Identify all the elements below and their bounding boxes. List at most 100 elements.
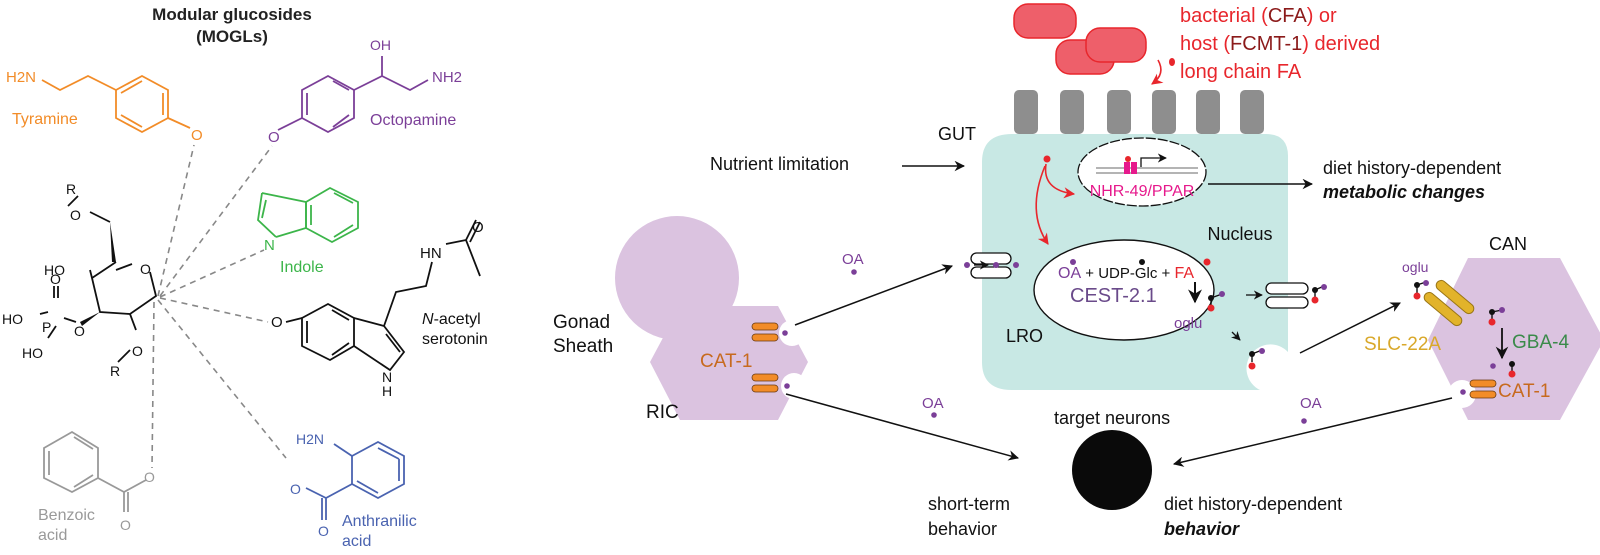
wedge-bond-left — [80, 312, 100, 326]
fa-dot-intracellular — [1043, 155, 1051, 163]
octopamine-hydroxyl: OH — [370, 37, 391, 53]
mogl-panel: Modular glucosides (MOGLs) H2N Tyramine … — [2, 5, 488, 550]
anthranilic-amine: H2N — [296, 431, 324, 447]
core-ho: HO — [44, 262, 65, 278]
fa-dot — [1169, 58, 1175, 66]
oa-dot — [931, 412, 937, 418]
enzyme-label: CEST-2.1 — [1070, 285, 1157, 307]
oa-label-mid: OA — [922, 395, 944, 412]
oa-label-top: OA — [842, 251, 864, 268]
oa-molecule-dot — [1070, 259, 1076, 265]
serotonin-label-line2: serotonin — [422, 331, 488, 348]
panel-title-line2: (MOGLs) — [196, 27, 268, 46]
ric-label: RIC — [646, 402, 679, 423]
benzoic-carbonyl-oxygen: O — [120, 517, 131, 533]
short-term-label-line1: short-term — [928, 494, 1010, 514]
core-ho-p2: HO — [22, 345, 43, 361]
ric-to-gut-arrow — [794, 264, 953, 326]
indole-nitrogen: N — [264, 237, 275, 254]
oglu-molecule-icon — [1207, 291, 1225, 312]
oglu-product-label: oglu — [1174, 315, 1202, 332]
wedge-bond-top — [110, 222, 116, 262]
core-o-p: O — [50, 271, 61, 287]
linkage-dashes — [151, 144, 287, 469]
cat1-label-can: CAT-1 — [1498, 381, 1550, 402]
fa-to-nucleus-arrow — [1044, 163, 1076, 199]
oa-dot — [964, 262, 970, 268]
panel-title-line1: Modular glucosides — [152, 5, 312, 24]
n-acetyl-serotonin-structure — [285, 219, 481, 372]
bacteria-icon — [1013, 3, 1147, 75]
short-term-label-line2: behavior — [928, 519, 997, 539]
gut-label: GUT — [938, 124, 976, 144]
core-r-top: R — [66, 181, 76, 197]
anthranilic-label-line1: Anthranilic — [342, 513, 417, 530]
diet-behavior-label-line2: behavior — [1164, 519, 1240, 539]
oa-dot — [784, 383, 790, 389]
secretion-arrow — [1230, 330, 1241, 341]
gonad-label-line1: Gonad — [553, 312, 610, 333]
serotonin-carbonyl-oxygen: O — [472, 219, 484, 236]
tyramine-oxygen: O — [191, 127, 203, 144]
fa-release-arrow — [1151, 59, 1164, 85]
source-label-line1: bacterial (CFA) or — [1180, 5, 1337, 27]
metabolic-label-line2: metabolic changes — [1323, 182, 1485, 202]
nutrient-limitation-label: Nutrient limitation — [710, 154, 849, 174]
oa-dot — [1301, 418, 1307, 424]
target-neurons-label: target neurons — [1054, 408, 1170, 428]
anthranilic-label-line2: acid — [342, 533, 371, 550]
cat1-transporter-can — [1469, 379, 1497, 399]
indole-label: Indole — [280, 259, 324, 276]
gut-oglu-exporter — [1265, 282, 1309, 309]
benzoic-label-line1: Benzoic — [38, 507, 95, 524]
oa-dot — [782, 330, 788, 336]
tyramine-amine: H2N — [6, 69, 36, 86]
ric-to-target-arrow — [785, 393, 1020, 461]
can-to-target-arrow — [1172, 397, 1453, 467]
tyramine-structure — [41, 74, 191, 134]
slc22a-label: SLC-22A — [1364, 334, 1441, 355]
can-oglu-icon — [1413, 280, 1429, 300]
glc-molecule-dot — [1139, 259, 1145, 265]
lro-organelle — [1033, 239, 1215, 341]
cat1-transporter-ric — [751, 322, 779, 393]
gut-to-can-arrow — [1299, 302, 1401, 354]
slc22a-transporter — [1423, 279, 1475, 327]
core-o-top: O — [70, 207, 81, 223]
target-neurons — [1072, 430, 1152, 510]
dna-gene-icon — [1096, 153, 1198, 174]
oa-dot — [1490, 363, 1496, 369]
microvilli — [1014, 90, 1264, 134]
indole-structure — [257, 186, 359, 244]
fa-molecule-dot — [1203, 258, 1211, 266]
mechanism-panel: bacterial (CFA) or host (FCMT-1) derived… — [553, 3, 1600, 539]
core-p: P — [42, 319, 51, 335]
reaction-equation: OA + UDP-Glc + FA — [1058, 265, 1194, 282]
lro-label: LRO — [1006, 326, 1043, 346]
can-internal-oglu-icon — [1488, 307, 1505, 326]
anthranilic-acid-structure — [305, 440, 405, 520]
benzoic-ester-oxygen: O — [144, 469, 155, 485]
benzoic-label-line2: acid — [38, 527, 67, 544]
oa-dot — [851, 269, 857, 275]
tyramine-label: Tyramine — [12, 111, 78, 128]
cat1-label-ric: CAT-1 — [700, 351, 752, 372]
gonad-label-line2: Sheath — [553, 336, 613, 357]
source-label-line3: long chain FA — [1180, 61, 1302, 83]
core-ho-p1: HO — [2, 311, 23, 327]
serotonin-oxygen: O — [271, 314, 283, 331]
exported-oglu-icon — [1311, 284, 1327, 304]
oglu-can-label: oglu — [1402, 259, 1428, 275]
ric-release-pocket — [779, 320, 805, 346]
diet-behavior-label-line1: diet history-dependent — [1164, 494, 1342, 514]
anthranilic-ester-oxygen: O — [290, 481, 301, 497]
oa-dot — [993, 262, 999, 268]
octopamine-amine: NH2 — [432, 69, 462, 86]
serotonin-h: H — [382, 383, 392, 399]
core-o-link: O — [74, 323, 85, 339]
nucleus — [1077, 137, 1207, 207]
secreted-oglu-icon — [1248, 348, 1265, 370]
gba4-label: GBA-4 — [1512, 332, 1569, 353]
